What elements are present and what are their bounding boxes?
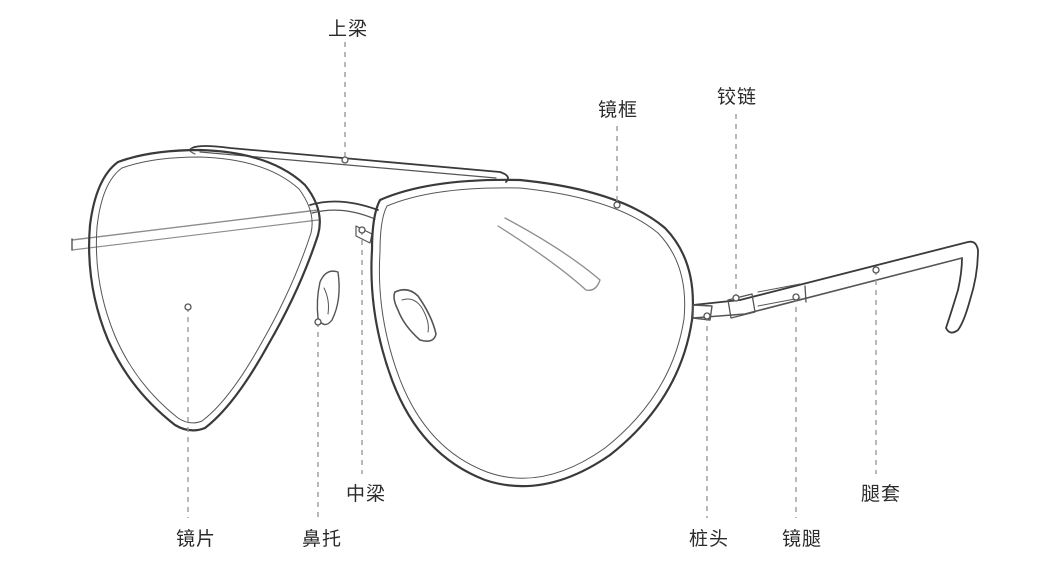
dot-center-bridge (358, 226, 366, 234)
label-temple: 镜腿 (781, 528, 823, 550)
label-frame: 镜框 (597, 99, 639, 121)
label-lens: 镜片 (175, 528, 217, 550)
left-lens-rim (88, 148, 321, 432)
label-end-piece: 桩头 (688, 528, 730, 550)
dot-frame (613, 201, 621, 209)
dot-temple (792, 293, 800, 301)
dot-temple-tip (872, 266, 880, 274)
near-temple (692, 240, 979, 334)
far-temple (71, 209, 601, 291)
label-top-bridge: 上梁 (327, 18, 369, 40)
dot-top-bridge (341, 156, 349, 164)
center-bridge-shape (309, 200, 379, 244)
nose-pads (316, 270, 437, 342)
dot-end-piece (703, 312, 711, 320)
label-temple-tip: 腿套 (860, 483, 902, 505)
dot-nose-pad (314, 318, 322, 326)
label-hinge: 铰链 (716, 86, 758, 108)
label-center-bridge: 中梁 (345, 483, 387, 505)
label-nose-pad: 鼻托 (301, 528, 343, 550)
dot-lens (184, 303, 192, 311)
dot-hinge (732, 294, 740, 302)
right-lens-rim (370, 178, 694, 488)
top-bridge-shape (189, 145, 509, 183)
